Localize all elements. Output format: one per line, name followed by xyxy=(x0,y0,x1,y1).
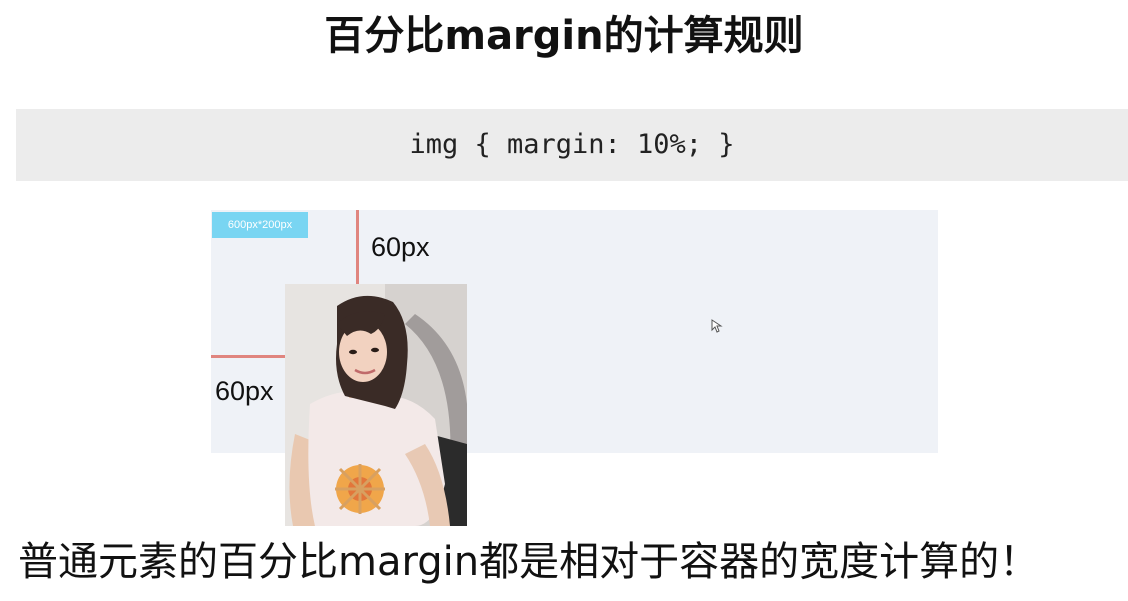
top-margin-guide xyxy=(356,210,359,284)
code-block: img { margin: 10%; } xyxy=(16,109,1128,181)
slide-title: 百分比margin的计算规则 xyxy=(324,13,804,59)
top-margin-label: 60px xyxy=(371,232,430,262)
left-margin-guide xyxy=(211,355,285,358)
container-size-badge: 600px*200px xyxy=(212,212,308,238)
footer-statement: 普通元素的百分比margin都是相对于容器的宽度计算的！ xyxy=(18,539,1040,585)
left-margin-label: 60px xyxy=(215,376,274,406)
portrait-photo xyxy=(285,284,467,526)
mouse-pointer-icon xyxy=(711,318,723,333)
code-text: img { margin: 10%; } xyxy=(409,129,735,160)
